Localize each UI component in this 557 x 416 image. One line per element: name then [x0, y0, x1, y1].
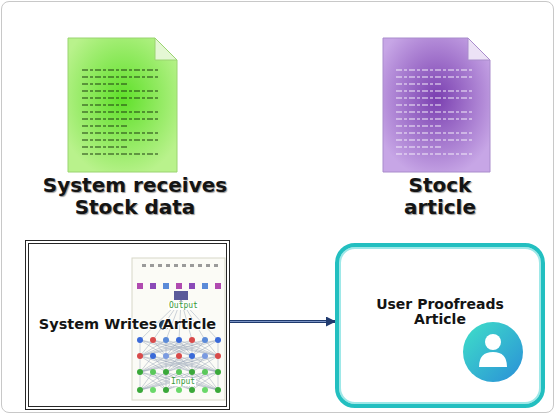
layer-label: Input	[170, 378, 196, 386]
layer-label: Output	[168, 302, 199, 310]
user-icon	[463, 322, 523, 382]
arrow-highlight	[230, 321, 326, 322]
document-node: System receives Stock data	[20, 35, 250, 230]
box-title: User Proofreads Article	[365, 297, 515, 327]
purple-document-icon	[383, 38, 490, 172]
process-box: System Writes Article	[25, 240, 230, 410]
document-caption: System receives Stock data	[24, 175, 246, 218]
process-box: User Proofreads Article	[335, 243, 545, 408]
document-caption: Stock article	[384, 175, 496, 218]
green-document-icon	[68, 38, 177, 172]
box-title: System Writes Article	[30, 317, 226, 333]
flow-arrow	[230, 320, 335, 323]
document-node: Stock article	[330, 35, 550, 230]
